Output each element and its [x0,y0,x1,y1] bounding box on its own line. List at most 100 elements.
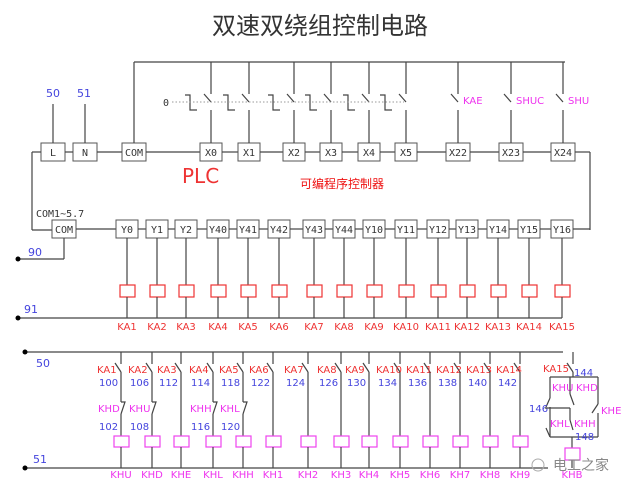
input-terminal-X22-label: X22 [449,148,467,159]
ka-contact-label-KA4: KA4 [189,365,209,376]
contactor-label-KH9: KH9 [510,470,530,481]
output-terminal-Y43-label: Y43 [305,225,323,236]
rail-90-label: 90 [28,246,42,259]
contactor-label-KH4: KH4 [359,470,379,481]
watermark-text: 电工之家 [553,457,609,474]
ka-contact-KA3 [174,362,182,373]
contactor-coil-KHD [144,435,161,448]
input-terminal-X4-label: X4 [363,148,375,159]
contactor-coil-KHL [205,435,222,448]
contactor-label-KH1: KH1 [263,470,283,481]
wire-number-148: 148 [575,432,594,443]
wire-number-118: 118 [221,378,240,389]
relay-coil-KA4 [210,284,227,298]
ka-contact-KA11 [423,362,431,373]
ka-contact-label-KA3: KA3 [157,365,177,376]
rail-91-label: 91 [24,303,38,316]
wire-number-144: 144 [574,368,593,379]
ka-contact-KA10 [393,362,401,373]
relay-coil-KA9 [366,284,383,298]
ka-contact-label-KA2: KA2 [128,365,148,376]
interlock-label-KHL: KHL [220,404,240,415]
ka-contact-KA13 [483,362,491,373]
wire-number-114: 114 [191,378,210,389]
input-contact-label-SHUC: SHUC [516,96,544,107]
ka-contact-KA14 [513,362,521,373]
pushbutton-symbol [305,94,317,111]
output-terminal-Y10-label: Y10 [365,225,383,236]
input-contact-label-KAE: KAE [463,96,483,107]
relay-label-KA7: KA7 [304,322,324,333]
pushbutton-symbol [380,94,392,111]
wire-number-124: 124 [286,378,305,389]
ka-contact-label-KA6: KA6 [249,365,269,376]
contactor-coil-KH8 [482,435,499,448]
input-contact-label-SHU: SHU [568,96,589,107]
wire-number-136: 136 [408,378,427,389]
output-com-label: COM1~5.7 [36,209,84,220]
contactor-label-KHH: KHH [232,470,254,481]
input-contact-blade [241,93,250,103]
input-contact-blade [555,93,564,103]
contactor-coil-KH2 [300,435,317,448]
input-contact-blade [361,93,370,103]
relay-label-KA8: KA8 [334,322,354,333]
output-terminal-Y44-label: Y44 [335,225,353,236]
wire-number-108: 108 [130,422,149,433]
contact-KHH-blade [569,419,574,431]
watermark-icon [531,458,545,472]
output-terminal-Y40-label: Y40 [209,225,227,236]
interlock-contact-KHD [120,401,126,415]
relay-label-KA15: KA15 [549,322,575,333]
relay-label-KA11: KA11 [425,322,451,333]
contact-KHE-blade [591,403,599,414]
output-terminal-Y13-label: Y13 [458,225,476,236]
contact-KHD-blade [569,393,575,406]
contactor-coil-KH1 [265,435,282,448]
contactor-label-KH3: KH3 [331,470,351,481]
ka-contact-label-KA10: KA10 [376,365,402,376]
relay-label-KA4: KA4 [208,322,228,333]
branch-contact-KHH: KHH [574,419,596,430]
output-terminal-Y11-label: Y11 [397,225,415,236]
wire-number-142: 142 [498,378,517,389]
relay-coil-KA5 [240,284,257,298]
input-terminal-X5-label: X5 [400,148,412,159]
output-terminal-Y1-label: Y1 [151,225,163,236]
input-terminal-X0-label: X0 [205,148,217,159]
input-contact-blade [323,93,332,103]
input-terminal-X24-label: X24 [554,148,572,159]
relay-label-KA14: KA14 [516,322,542,333]
ka-contact-label-KA11: KA11 [406,365,432,376]
pushbutton-symbol [268,94,280,111]
terminal-COM-input-label: COM [125,148,143,159]
contactor-coil-KH4 [361,435,378,448]
ka-contact-KA1 [114,362,122,373]
wire-number-134: 134 [378,378,397,389]
ka-contact-label-KA8: KA8 [317,365,337,376]
input-terminal-X2-label: X2 [288,148,300,159]
contactor-label-KHD: KHD [141,470,163,481]
plc-subtitle: 可编程序控制器 [300,176,384,191]
contactor-coil-KH6 [422,435,439,448]
contactor-label-KH5: KH5 [390,470,410,481]
ka-contact-label-KA14: KA14 [496,365,522,376]
contactor-coil-KH9 [512,435,529,448]
ka-contact-label-KA5: KA5 [219,365,239,376]
contactor-coil-KH3 [333,435,350,448]
relay-coil-KA6 [271,284,288,298]
wire-number-138: 138 [438,378,457,389]
rail-50-label: 50 [36,357,50,370]
ka-contact-label-KA9: KA9 [345,365,365,376]
output-terminal-Y15-label: Y15 [520,225,538,236]
rail-90-node [15,256,21,262]
ka-contact-KA7 [301,362,309,373]
relay-coil-KA2 [149,284,166,298]
relay-label-KA13: KA13 [485,322,511,333]
ka-contact-KA8 [334,362,342,373]
contact-KHL-blade [545,427,551,438]
relay-coil-KA11 [430,284,447,298]
output-terminal-Y12-label: Y12 [429,225,447,236]
interlock-label-KHH: KHH [190,404,212,415]
